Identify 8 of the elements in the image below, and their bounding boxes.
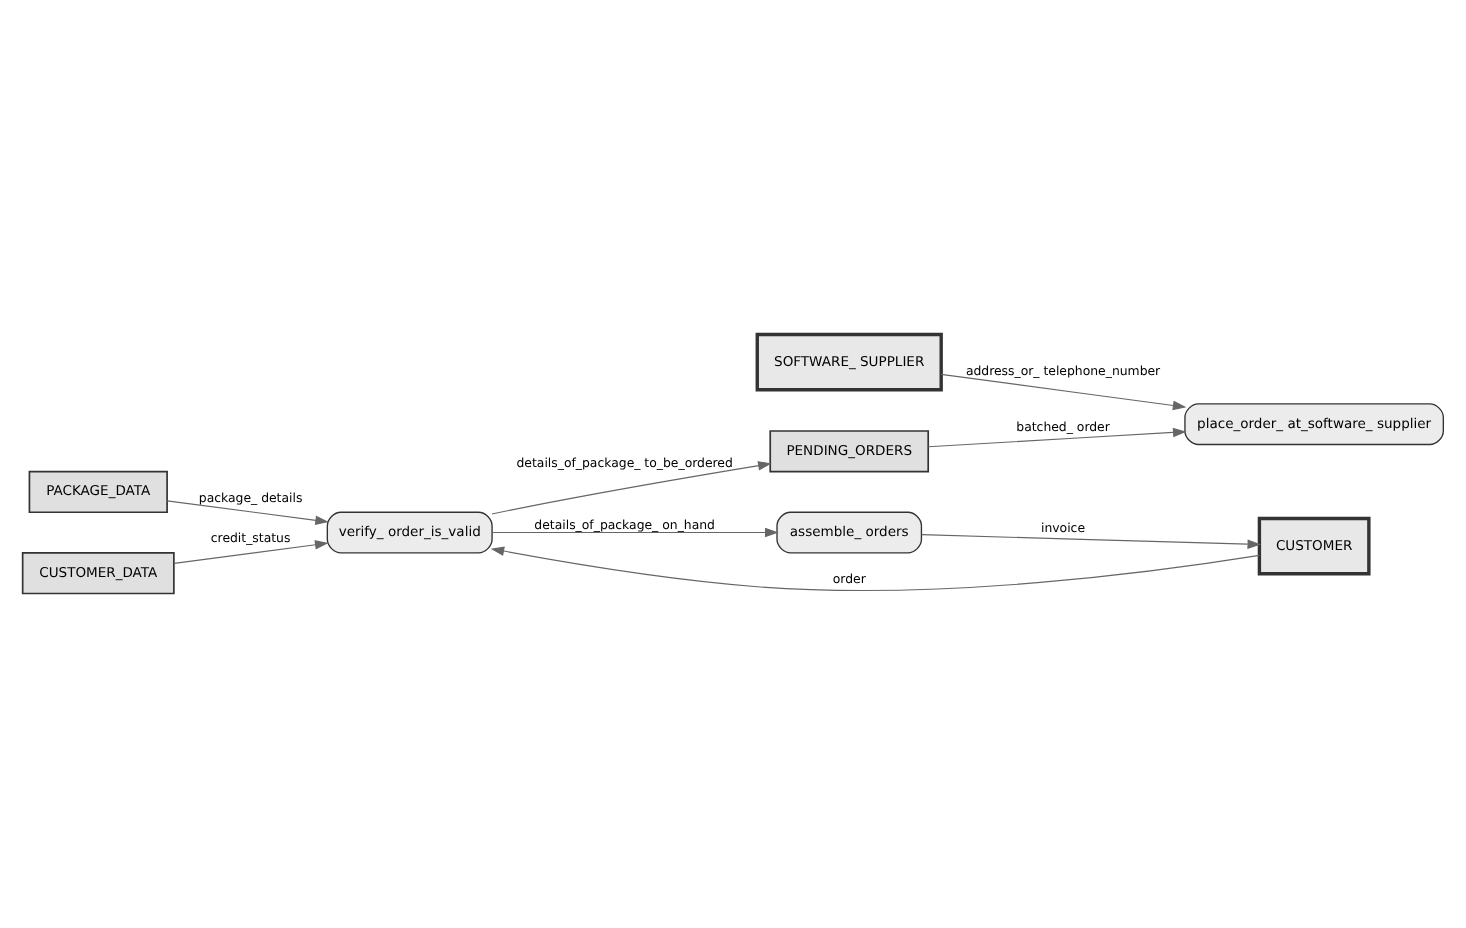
arrow	[940, 373, 1187, 411]
arrow	[491, 461, 772, 515]
arrow	[173, 540, 329, 564]
arrow	[490, 546, 1260, 592]
arrow	[166, 500, 329, 525]
arrow	[927, 427, 1187, 448]
arrow	[921, 534, 1262, 549]
arrow	[492, 527, 779, 538]
